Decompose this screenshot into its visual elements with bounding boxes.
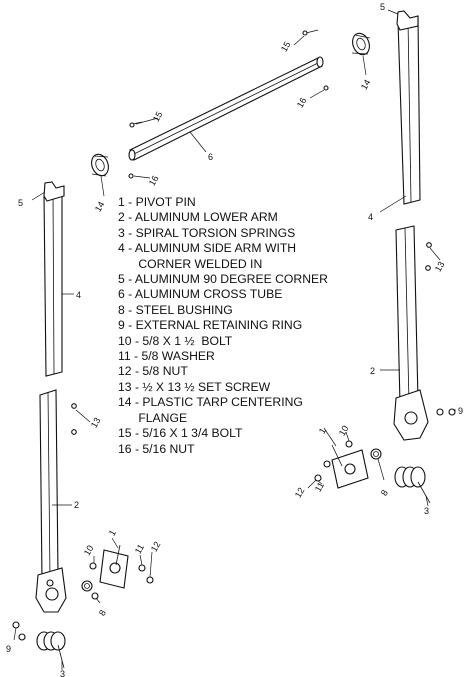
legend-item-text: 16 - 5/16 NUT — [118, 441, 195, 456]
leader-lines — [13, 9, 456, 670]
legend-item-text: 8 - STEEL BUSHING — [118, 302, 233, 317]
legend-item: 1 - PIVOT PIN — [118, 195, 368, 210]
callout-right-arm-4: 4 — [368, 212, 373, 222]
callout-left-washer-11: 11 — [133, 542, 146, 555]
legend-item: 4 - ALUMINUM SIDE ARM WITH CORNER WELDED… — [118, 241, 368, 272]
legend-item-text: 12 - 5/8 NUT — [118, 364, 188, 379]
legend-item: 3 - SPIRAL TORSION SPRINGS — [118, 226, 368, 241]
callout-right-nut-16: 16 — [295, 96, 309, 110]
callout-right-bolt-10: 10 — [337, 424, 351, 438]
legend-item: 12 - 5/8 NUT — [118, 364, 368, 379]
legend-item-text: 3 - SPIRAL TORSION SPRINGS — [118, 225, 296, 240]
legend-item: 5 - ALUMINUM 90 DEGREE CORNER — [118, 272, 368, 287]
legend-item-text: 1 - PIVOT PIN — [118, 195, 196, 209]
callout-left-bushing-8: 8 — [97, 608, 108, 617]
callout-left-screw-13: 13 — [89, 416, 103, 430]
callout-right-corner-5: 5 — [380, 2, 385, 12]
callout-cross-tube-6: 6 — [208, 152, 213, 162]
callout-left-nut-12: 12 — [149, 540, 163, 554]
left-spring-coil — [36, 631, 66, 669]
legend-item-text: 6 - ALUMINUM CROSS TUBE — [118, 287, 283, 302]
left-small-nut — [128, 173, 134, 179]
right-hardware — [314, 440, 382, 482]
callout-left-corner-5: 5 — [18, 198, 23, 208]
legend-item-text: 2 - ALUMINUM LOWER ARM — [118, 210, 278, 225]
left-tarp-flange — [91, 153, 109, 177]
right-small-bolt — [302, 29, 329, 91]
legend-item-text: 15 - 5/16 X 1 3/4 BOLT — [118, 426, 243, 441]
legend-item: 16 - 5/16 NUT — [118, 442, 368, 457]
callout-right-bolt-15: 15 — [279, 40, 293, 54]
callout-left-flange-14: 14 — [93, 200, 107, 214]
callout-right-ring-9: 9 — [458, 406, 463, 416]
legend-item-text: 11 - 5/8 WASHER — [118, 349, 215, 364]
legend-item-text: 5 - ALUMINUM 90 DEGREE CORNER — [118, 272, 328, 287]
legend-item: 11 - 5/8 WASHER — [118, 349, 368, 364]
left-pivot-plate — [99, 544, 129, 589]
callout-right-flange-14: 14 — [359, 78, 373, 92]
right-spring-coil — [394, 466, 431, 504]
callout-left-ring-9: 9 — [6, 644, 11, 654]
legend-item: 9 - EXTERNAL RETAINING RING — [118, 318, 368, 333]
callout-right-nut-12: 12 — [293, 486, 307, 500]
callout-right-pin-1: 1 — [317, 426, 328, 435]
legend-item-text: 14 - PLASTIC TARP CENTERING FLANGE — [118, 395, 303, 425]
legend-item: 8 - STEEL BUSHING — [118, 303, 368, 318]
cross-tube — [128, 56, 324, 161]
legend-item-text: 10 - 5/8 X 1 ½ BOLT — [118, 333, 233, 348]
callout-right-washer-11: 11 — [313, 480, 326, 493]
left-side-arm — [43, 181, 65, 377]
callout-left-bolt-10: 10 — [82, 544, 96, 558]
callout-right-bushing-8: 8 — [379, 488, 390, 497]
legend-item: 2 - ALUMINUM LOWER ARM — [118, 210, 368, 225]
right-lower-arm — [393, 225, 429, 441]
legend-item-text: 13 - ½ X 13 ½ SET SCREW — [118, 379, 271, 394]
cross-tube-bolt — [129, 121, 143, 128]
callout-left-lower-arm-2: 2 — [74, 500, 79, 510]
callout-numbers: 5 15 14 16 4 15 6 14 16 5 4 13 2 1 10 11… — [6, 2, 463, 677]
callout-right-spring-3: 3 — [424, 506, 429, 516]
left-lower-arm — [35, 389, 67, 613]
legend-item: 13 - ½ X 13 ½ SET SCREW — [118, 380, 368, 395]
legend-item: 6 - ALUMINUM CROSS TUBE — [118, 287, 368, 302]
legend-item: 10 - 5/8 X 1 ½ BOLT — [118, 334, 368, 349]
callout-cross-bolt-15: 15 — [151, 110, 165, 124]
callout-right-screw-13: 13 — [433, 260, 447, 274]
left-set-screws — [71, 403, 77, 435]
right-pivot-plate — [331, 444, 369, 489]
legend-item: 14 - PLASTIC TARP CENTERING FLANGE — [118, 395, 368, 426]
right-retaining-ring — [436, 408, 456, 416]
legend-item-text: 9 - EXTERNAL RETAINING RING — [118, 318, 303, 333]
right-tarp-flange — [351, 32, 371, 56]
legend-item: 15 - 5/16 X 1 3/4 BOLT — [118, 426, 368, 441]
right-side-arm — [396, 10, 421, 205]
callout-left-pin-1: 1 — [107, 528, 118, 537]
legend-item-text: 4 - ALUMINUM SIDE ARM WITH CORNER WELDED… — [118, 241, 297, 271]
callout-left-arm-4: 4 — [76, 290, 81, 300]
callout-right-lower-arm-2: 2 — [370, 366, 375, 376]
right-set-screws — [425, 242, 432, 271]
callout-left-nut-16: 16 — [147, 174, 161, 188]
callout-left-spring-3: 3 — [60, 669, 65, 677]
